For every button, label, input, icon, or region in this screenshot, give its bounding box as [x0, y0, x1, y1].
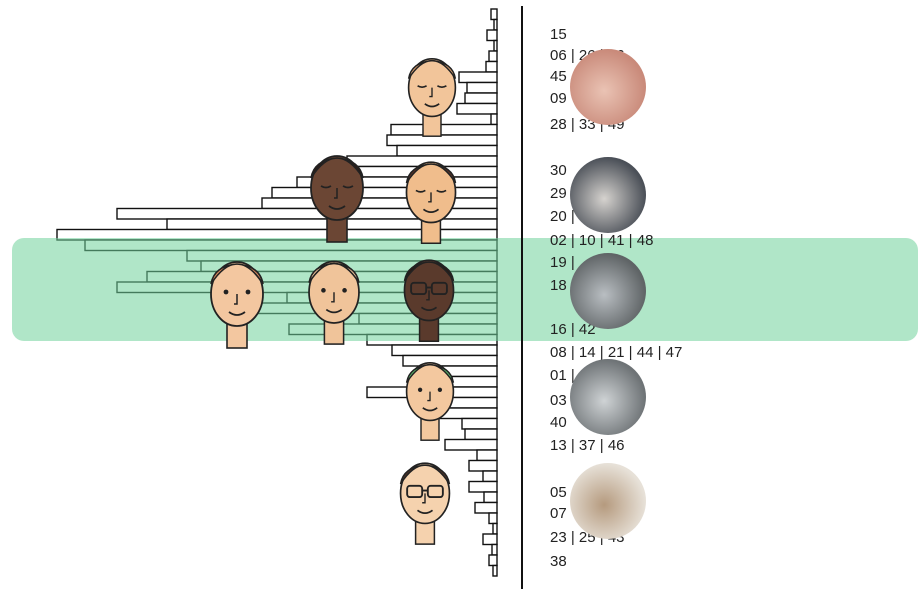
- id-label: 18: [550, 277, 567, 294]
- id-label: 09: [550, 90, 567, 107]
- histogram-bar: [488, 512, 498, 525]
- center-axis-line: [521, 6, 523, 589]
- histogram-bar: [490, 8, 498, 21]
- histogram-bar: [464, 428, 498, 441]
- histogram-bar: [486, 29, 498, 42]
- id-label: 15: [550, 26, 567, 43]
- woman-headband-avatar: [407, 57, 457, 137]
- histogram-bar: [488, 50, 498, 63]
- id-label: 19 |: [550, 254, 575, 271]
- id-label: 02 | 10 | 41 | 48: [550, 232, 654, 249]
- hand-washing-photo: [570, 49, 646, 125]
- histogram-bar: [488, 554, 498, 567]
- histogram-bar: [461, 417, 498, 430]
- id-label: 16 | 42: [550, 321, 596, 338]
- histogram-bar: [464, 92, 498, 105]
- man-glasses-beard-avatar: [403, 259, 455, 343]
- histogram-bar: [483, 491, 498, 504]
- man-afro-avatar: [310, 155, 364, 243]
- histogram-bar: [468, 480, 498, 493]
- id-label: 29: [550, 185, 567, 202]
- histogram-bar: [490, 113, 498, 126]
- man-red-beard-avatar: [210, 261, 264, 349]
- shower-faucet-photo: [570, 253, 646, 329]
- washing-machine-photo: [570, 463, 646, 539]
- histogram-bar: [491, 543, 498, 556]
- id-label: 30: [550, 162, 567, 179]
- man-glasses-avatar: [399, 462, 451, 545]
- id-label: 38: [550, 553, 567, 570]
- histogram-bar: [474, 501, 498, 514]
- histogram-bar: [493, 39, 498, 52]
- bald-man-avatar: [308, 260, 360, 345]
- id-label: 13 | 37 | 46: [550, 437, 625, 454]
- man-frog-hat-avatar: [405, 361, 455, 441]
- histogram-bar: [468, 459, 498, 472]
- highlight-band: [12, 238, 918, 341]
- sink-tap-photo: [570, 359, 646, 435]
- histogram-bar: [466, 81, 498, 94]
- histogram-bar: [456, 102, 498, 115]
- histogram-bar: [444, 438, 498, 451]
- woman-bun-avatar: [405, 161, 457, 245]
- hair-washing-photo: [570, 157, 646, 233]
- histogram-bar: [492, 522, 498, 535]
- histogram-bar: [482, 470, 498, 483]
- id-label: 40: [550, 414, 567, 431]
- histogram-bar: [492, 564, 498, 577]
- histogram-bar: [493, 18, 498, 31]
- id-label: 05: [550, 484, 567, 501]
- id-label: 08 | 14 | 21 | 44 | 47: [550, 344, 683, 361]
- id-label: 07: [550, 505, 567, 522]
- id-label: 45: [550, 68, 567, 85]
- histogram-bar: [476, 449, 498, 462]
- histogram-bar: [485, 60, 498, 73]
- histogram-bar: [482, 533, 498, 546]
